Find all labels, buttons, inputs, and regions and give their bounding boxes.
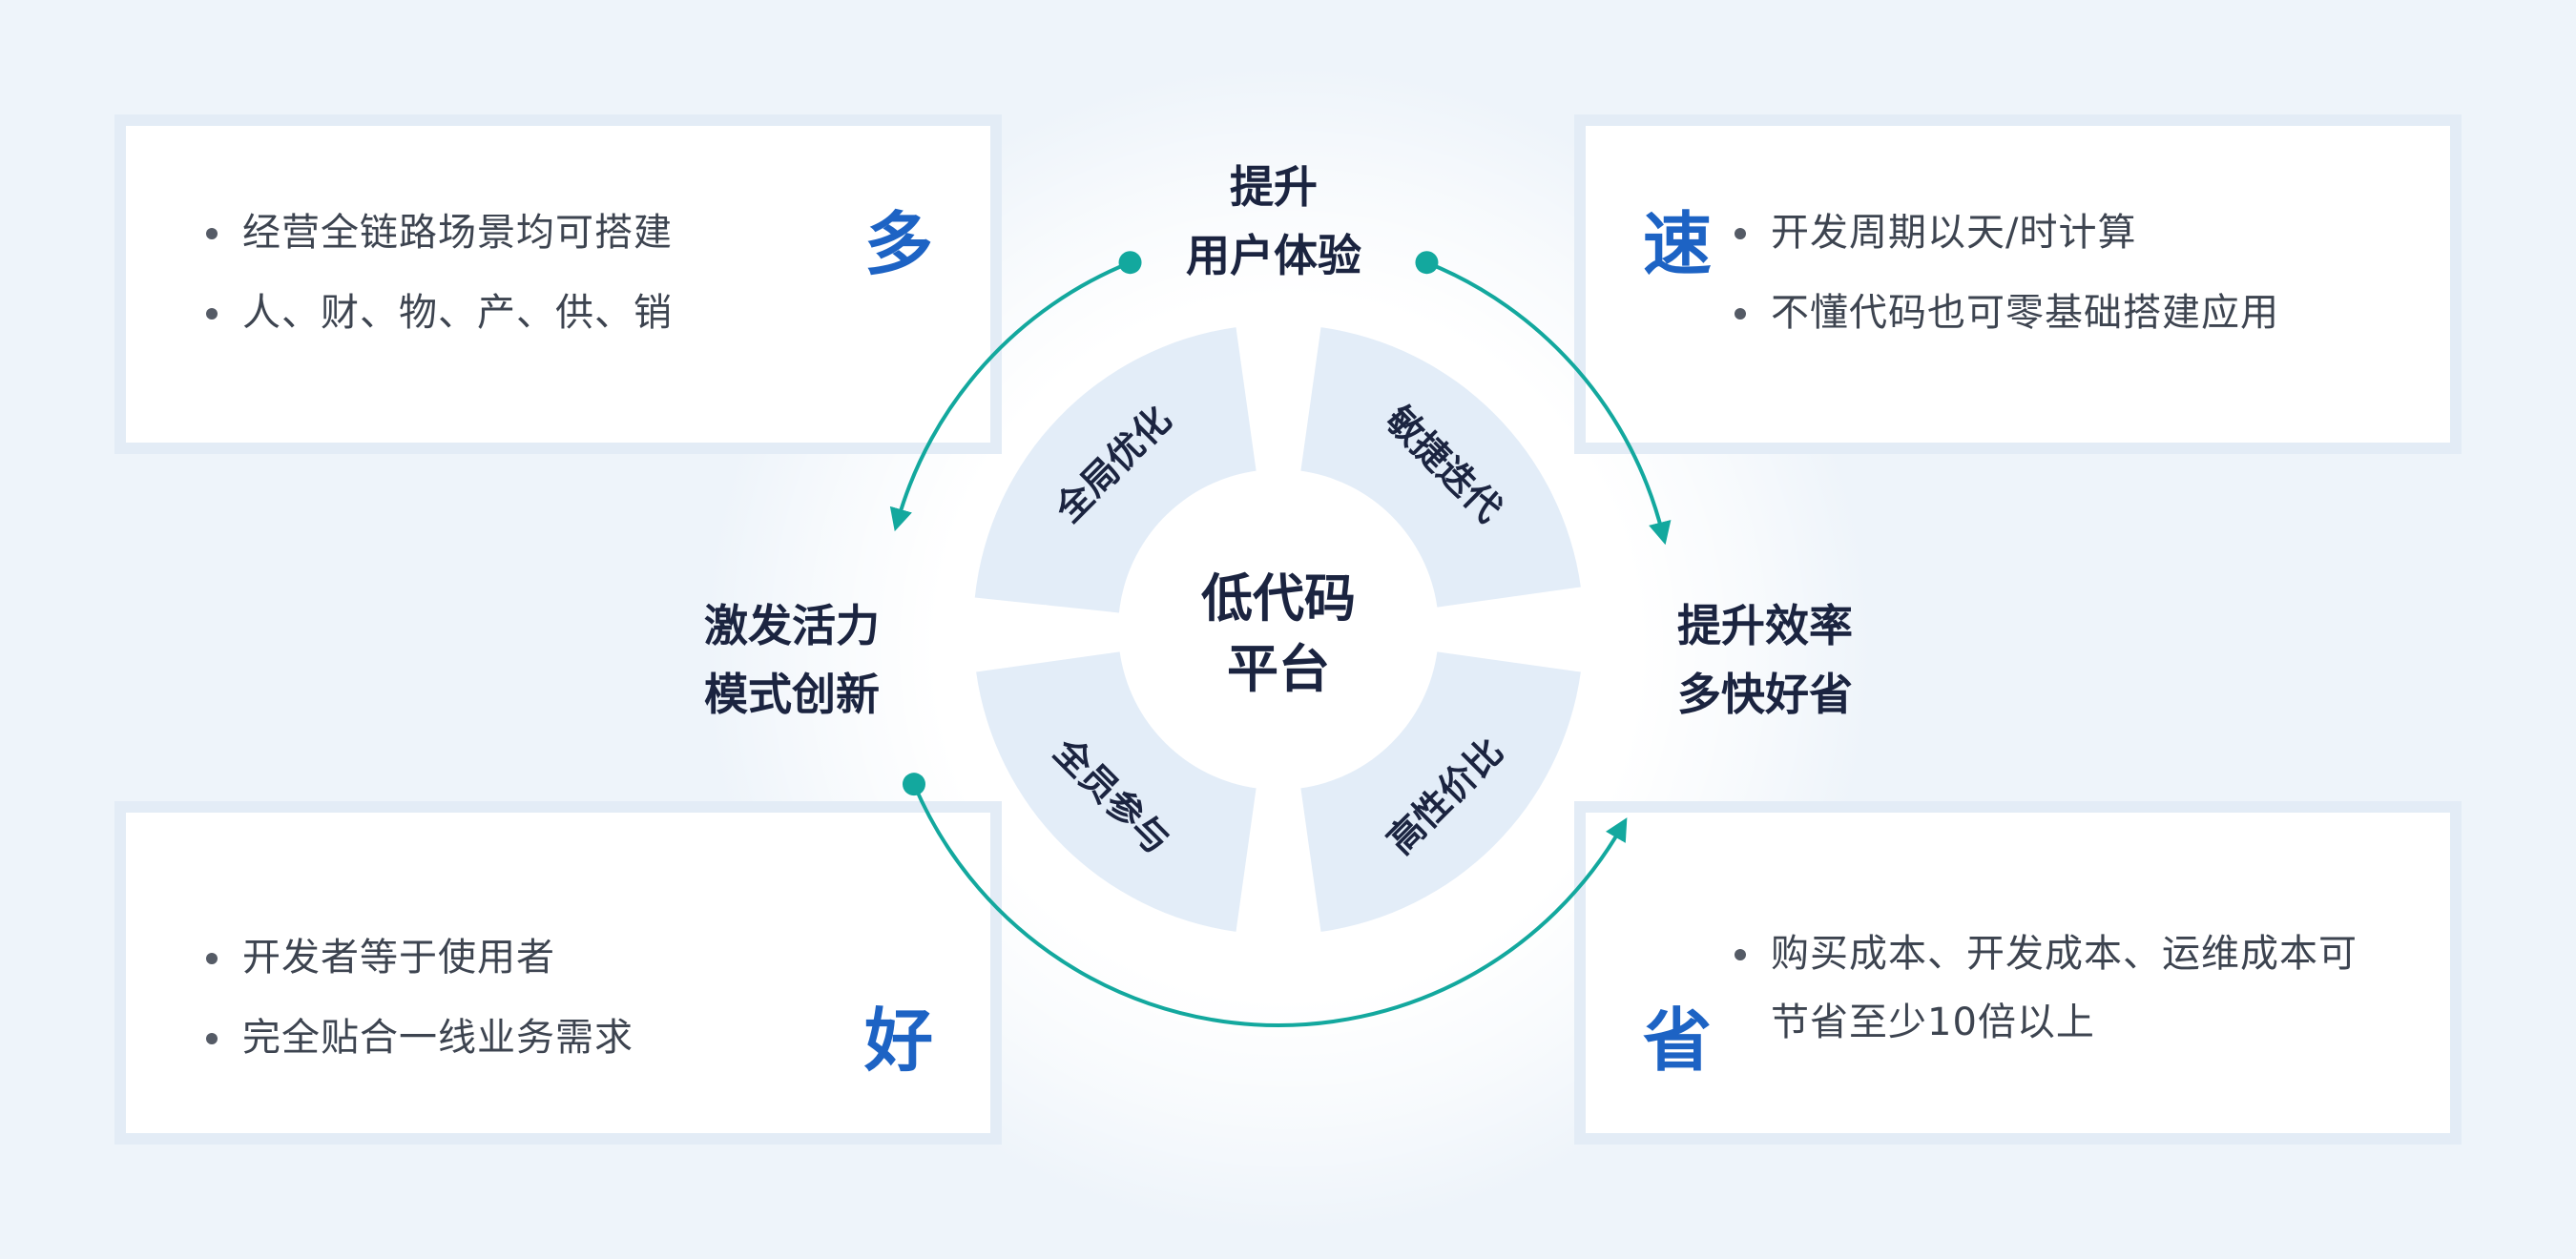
card-badge: 速 — [1643, 204, 1713, 284]
bullet-item: 开发周期以天/时计算 — [1729, 193, 2279, 273]
outer-label-top: 提升 用户体验 — [1145, 153, 1402, 290]
feature-card-save: 省 购买成本、开发成本、运维成本可节省至少10倍以上 — [1574, 801, 2462, 1145]
feature-card-fast: 速 开发周期以天/时计算 不懂代码也可零基础搭建应用 — [1574, 114, 2462, 454]
center-hub — [1128, 479, 1429, 780]
card-badge: 好 — [863, 1001, 933, 1081]
ring-segment — [1300, 327, 1581, 608]
feature-card-good: 开发者等于使用者 完全贴合一线业务需求 好 — [114, 801, 1002, 1145]
card-badge: 多 — [863, 204, 933, 284]
bullet-item: 购买成本、开发成本、运维成本可节省至少10倍以上 — [1729, 919, 2378, 1057]
arrow-start-dot — [1415, 251, 1439, 275]
cycle-arrow — [889, 260, 1132, 532]
card-badge: 省 — [1643, 1001, 1713, 1081]
outer-label-line: 提升 — [1230, 161, 1318, 213]
center-title-line1: 低代码 — [1201, 568, 1356, 629]
ring-segment — [974, 327, 1257, 613]
outer-label-line: 多快好省 — [1677, 669, 1853, 720]
center-title-line2: 平台 — [1227, 639, 1330, 699]
outer-label-line: 激发活力 — [704, 600, 880, 651]
ring-segment — [1300, 651, 1581, 932]
segment-separator — [1429, 590, 1592, 654]
ring-segment — [976, 651, 1257, 932]
segment-separator — [1239, 316, 1303, 479]
segment-separator — [965, 605, 1128, 669]
bullet-item: 人、财、物、产、供、销 — [200, 273, 673, 353]
outer-label-line: 用户体验 — [1186, 230, 1361, 281]
cycle-arrow — [1425, 260, 1672, 546]
bullet-list: 经营全链路场景均可搭建 人、财、物、产、供、销 — [200, 193, 673, 353]
outer-label-line: 提升效率 — [1677, 600, 1853, 651]
bullet-item: 不懂代码也可零基础搭建应用 — [1729, 273, 2279, 353]
bullet-list: 开发者等于使用者 完全贴合一线业务需求 — [200, 918, 634, 1078]
feature-card-many: 经营全链路场景均可搭建 人、财、物、产、供、销 多 — [114, 114, 1002, 454]
arrow-start-dot — [902, 773, 925, 796]
bullet-list: 开发周期以天/时计算 不懂代码也可零基础搭建应用 — [1729, 193, 2279, 353]
bullet-item: 开发者等于使用者 — [200, 918, 634, 998]
bullet-list: 购买成本、开发成本、运维成本可节省至少10倍以上 — [1729, 919, 2378, 1057]
outer-label-left: 激发活力 模式创新 — [668, 591, 916, 729]
bullet-item: 完全贴合一线业务需求 — [200, 998, 634, 1078]
outer-label-line: 模式创新 — [704, 669, 880, 720]
arrow-start-dot — [1118, 251, 1142, 275]
cycle-arrows — [889, 251, 1672, 1027]
outer-label-right: 提升效率 多快好省 — [1641, 591, 1889, 729]
cycle-arrow — [912, 783, 1628, 1027]
segment-ring — [965, 316, 1592, 943]
bullet-item: 经营全链路场景均可搭建 — [200, 193, 673, 273]
segment-separator — [1254, 780, 1318, 943]
